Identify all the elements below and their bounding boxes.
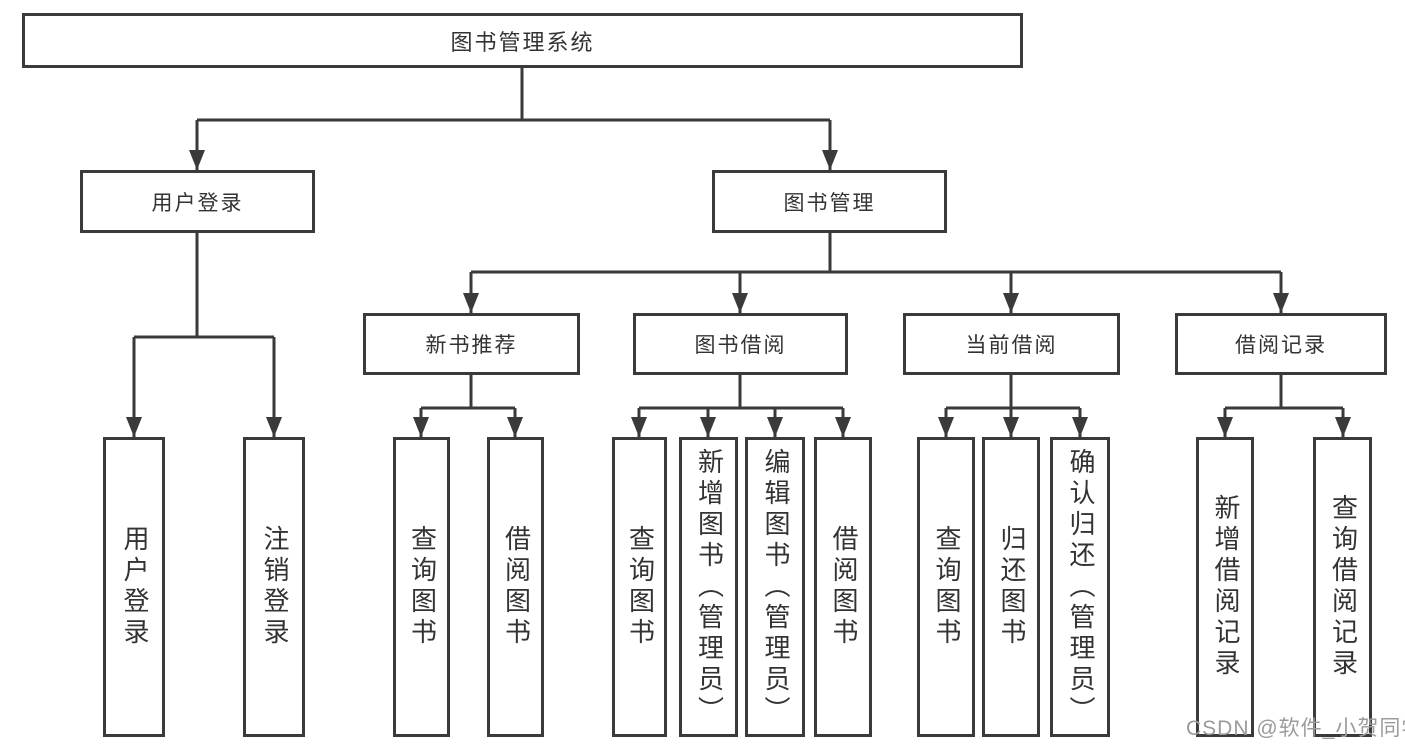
leaf-return-books-label: 归还图书 <box>996 525 1027 649</box>
node-current-borrow: 当前借阅 <box>903 313 1120 375</box>
leaf-borrow-books-recommend: 借阅图书 <box>487 437 544 737</box>
leaf-return-books: 归还图书 <box>982 437 1040 737</box>
leaf-edit-books-admin: 编辑图书（管理员） <box>745 437 805 737</box>
leaf-user-login: 用户登录 <box>103 437 165 737</box>
node-book-borrow-label: 图书借阅 <box>694 334 787 357</box>
leaf-query-books-current: 查询图书 <box>917 437 975 737</box>
node-book-management-label: 图书管理 <box>783 191 876 215</box>
node-root-label: 图书管理系统 <box>450 29 595 55</box>
node-borrow-records: 借阅记录 <box>1175 313 1387 375</box>
node-borrow-records-label: 借阅记录 <box>1235 334 1327 357</box>
leaf-edit-books-admin-label: 编辑图书（管理员） <box>760 447 791 727</box>
leaf-query-books-borrow-label: 查询图书 <box>625 525 656 649</box>
leaf-add-borrow-record: 新增借阅记录 <box>1196 437 1254 737</box>
leaf-add-borrow-record-label: 新增借阅记录 <box>1210 494 1241 680</box>
leaf-add-books-admin: 新增图书（管理员） <box>679 437 738 737</box>
leaf-borrow-books-recommend-label: 借阅图书 <box>501 525 532 649</box>
node-book-borrow: 图书借阅 <box>633 313 848 375</box>
node-new-book-recommend: 新书推荐 <box>363 313 580 375</box>
leaf-confirm-return-admin-label: 确认归还（管理员） <box>1065 447 1096 727</box>
leaf-query-books-borrow: 查询图书 <box>612 437 667 737</box>
node-user-login: 用户登录 <box>80 170 315 233</box>
leaf-logout: 注销登录 <box>243 437 305 737</box>
connector-arrows <box>126 120 1351 437</box>
connector-trunks <box>134 68 1343 410</box>
leaf-user-login-label: 用户登录 <box>119 525 150 649</box>
leaf-query-borrow-record-label: 查询借阅记录 <box>1328 494 1359 680</box>
leaf-query-books-recommend: 查询图书 <box>393 437 450 737</box>
leaf-logout-label: 注销登录 <box>259 525 290 649</box>
leaf-query-books-recommend-label: 查询图书 <box>407 525 438 649</box>
leaf-add-books-admin-label: 新增图书（管理员） <box>694 447 725 727</box>
leaf-query-books-current-label: 查询图书 <box>931 525 962 649</box>
node-root: 图书管理系统 <box>22 13 1023 68</box>
node-new-book-recommend-label: 新书推荐 <box>425 334 518 357</box>
node-book-management: 图书管理 <box>712 170 947 233</box>
node-current-borrow-label: 当前借阅 <box>965 334 1058 357</box>
watermark: CSDN @软件_小贺同学 <box>1186 717 1405 740</box>
leaf-query-borrow-record: 查询借阅记录 <box>1313 437 1372 737</box>
leaf-confirm-return-admin: 确认归还（管理员） <box>1050 437 1110 737</box>
leaf-borrow-books-borrow-label: 借阅图书 <box>828 525 859 649</box>
leaf-borrow-books-borrow: 借阅图书 <box>814 437 872 737</box>
node-user-login-label: 用户登录 <box>151 191 244 215</box>
